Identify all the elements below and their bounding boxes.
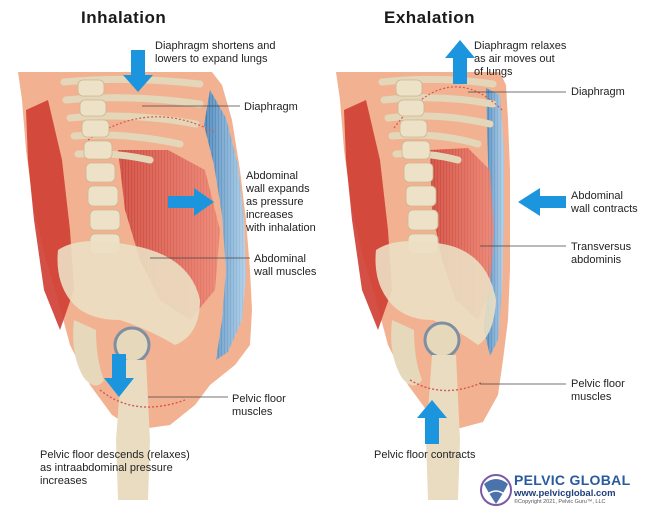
inhalation-diaphragm-label: Diaphragm: [244, 101, 298, 114]
exhalation-title: Exhalation: [384, 8, 475, 28]
exhalation-transversus-label: Transversus abdominis: [571, 241, 631, 267]
logo-name: PELVIC GLOBAL: [514, 472, 630, 488]
inhalation-pelvic-label: Pelvic floor muscles: [232, 393, 286, 419]
exhalation-wall-note: Abdominal wall contracts: [571, 190, 638, 216]
inhalation-pelvic-note: Pelvic floor descends (relaxes) as intra…: [40, 449, 190, 488]
logo-url: www.pelvicglobal.com: [514, 488, 616, 499]
exhalation-figure: [318, 40, 566, 500]
exhalation-pelvic-note: Pelvic floor contracts: [374, 449, 475, 462]
pelvic-global-logo-mark: [481, 475, 511, 505]
exhalation-hip-joint: [425, 323, 459, 357]
inhalation-wall-note: Abdominal wall expands as pressure incre…: [246, 170, 316, 235]
exhalation-wall-in-arrow: [518, 188, 566, 216]
inhalation-diaphragm-note: Diaphragm shortens and lowers to expand …: [155, 40, 275, 66]
exhalation-diaphragm-label: Diaphragm: [571, 86, 625, 99]
exhalation-diaphragm-note: Diaphragm relaxes as air moves out of lu…: [474, 40, 566, 79]
exhalation-pelvic-label: Pelvic floor muscles: [571, 378, 625, 404]
inhalation-muscles-label: Abdominal wall muscles: [254, 253, 316, 279]
logo-copyright: ©Copyright 2021, Pelvic Guru™, LLC: [514, 499, 605, 505]
inhalation-figure: [0, 50, 252, 500]
inhalation-title: Inhalation: [81, 8, 166, 28]
